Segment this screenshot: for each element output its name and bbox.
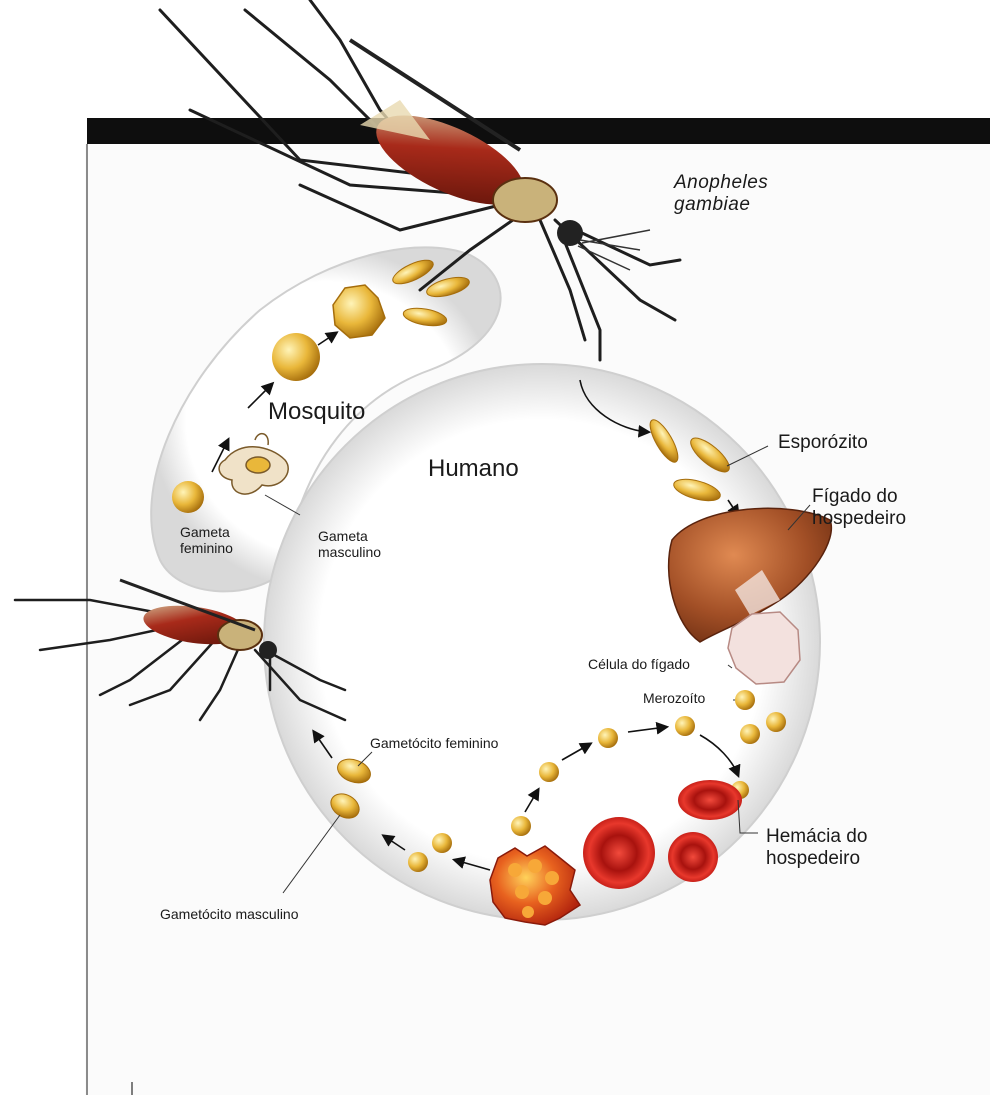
- host-liver-label-line-2: hospedeiro: [812, 508, 906, 530]
- female-gametocyte-label: Gametócito feminino: [370, 735, 498, 751]
- frame-top-bar: [87, 118, 990, 144]
- male-gametocyte-label: Gametócito masculino: [160, 906, 299, 922]
- host-rbc-label-line-2: hospedeiro: [766, 848, 867, 870]
- species-label: Anopheles gambiae: [674, 172, 768, 216]
- male-gamete-label-line-1: Gameta: [318, 528, 381, 544]
- female-gamete-label-line-1: Gameta: [180, 524, 233, 540]
- female-gamete-cell: [172, 481, 204, 513]
- female-gamete-label: Gameta feminino: [180, 524, 233, 556]
- zygote-cell: [272, 333, 320, 381]
- merozoite-label: Merozoíto: [643, 690, 705, 706]
- species-label-line-1: Anopheles: [674, 172, 768, 194]
- sporozoite-label: Esporózito: [778, 432, 868, 454]
- female-gamete-label-line-2: feminino: [180, 540, 233, 556]
- host-rbc-label-line-1: Hemácia do: [766, 826, 867, 848]
- host-liver-label-line-1: Fígado do: [812, 486, 906, 508]
- human-stage-label: Humano: [428, 455, 519, 483]
- mosquito-stage-label: Mosquito: [268, 398, 365, 426]
- host-liver-label: Fígado do hospedeiro: [812, 486, 906, 530]
- liver-cell-label: Célula do fígado: [588, 656, 690, 672]
- species-label-line-2: gambiae: [674, 194, 768, 216]
- male-gamete-label: Gameta masculino: [318, 528, 381, 560]
- male-gamete-label-line-2: masculino: [318, 544, 381, 560]
- host-rbc-label: Hemácia do hospedeiro: [766, 826, 867, 870]
